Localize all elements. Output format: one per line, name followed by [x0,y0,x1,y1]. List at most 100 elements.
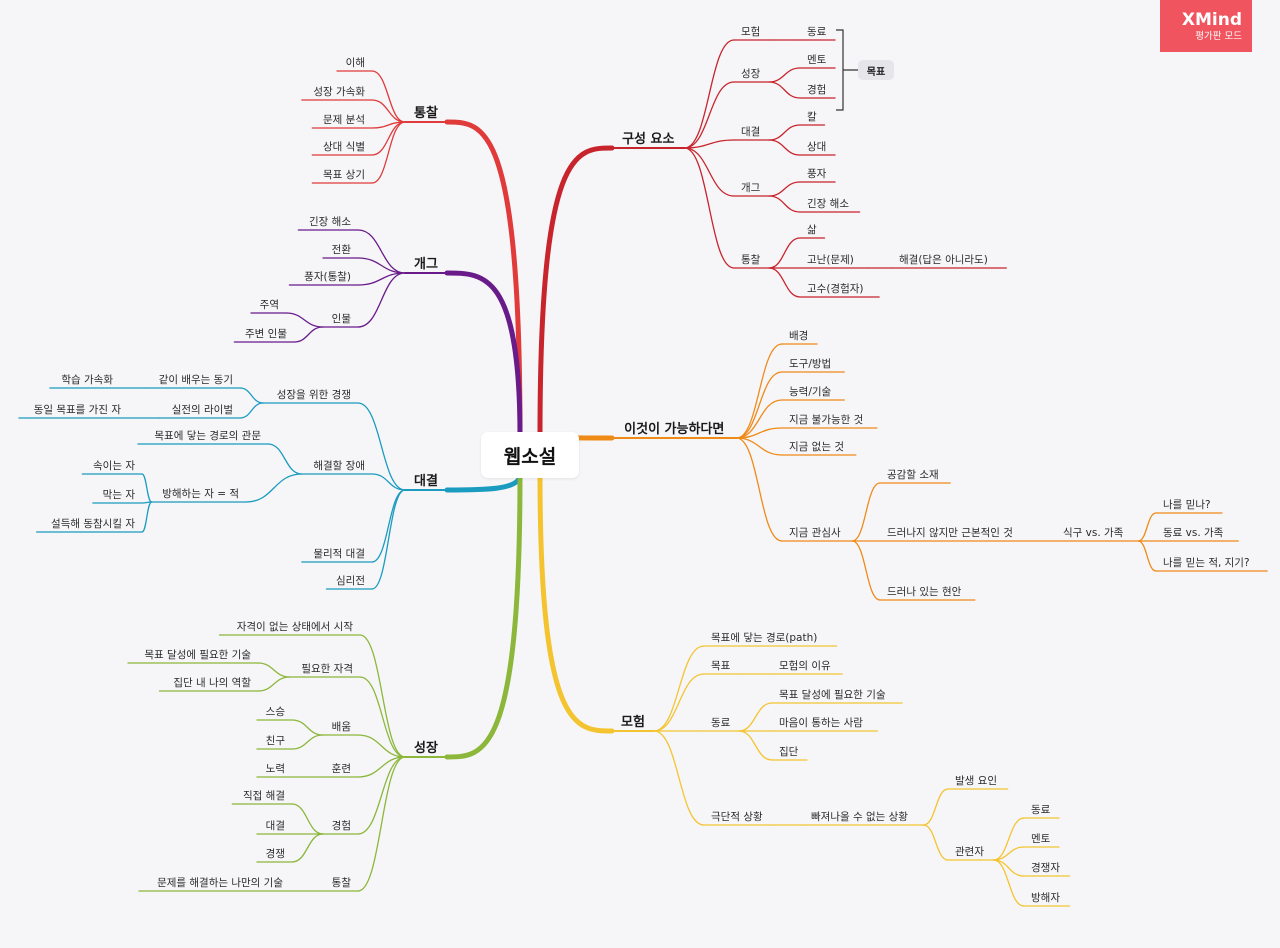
subtopic[interactable]: 집단 [779,746,799,758]
subtopic[interactable]: 지금 불가능한 것 [789,414,863,426]
subtopic[interactable]: 드러나지 않지만 근본적인 것 [887,527,1013,539]
subtopic[interactable]: 드러나 있는 현안 [887,586,962,598]
subtopic[interactable]: 속이는 자 [93,460,135,472]
subtopic[interactable]: 해결(답은 아니라도) [899,253,988,266]
subtopic[interactable]: 해결할 장애 [313,459,365,472]
subtopic[interactable]: 자격이 없는 상태에서 시작 [237,620,354,633]
subtopic[interactable]: 성장을 위한 경쟁 [277,388,351,401]
subtopic[interactable]: 필요한 자격 [301,662,353,675]
subtopic[interactable]: 목표에 닿는 경로의 관문 [154,429,261,442]
subtopic[interactable]: 설득해 동참시킬 자 [51,517,135,530]
subtopic[interactable]: 대결 [741,126,760,138]
subtopic[interactable]: 나를 믿는 적, 지기? [1163,557,1250,569]
subtopic[interactable]: 풍자 [807,168,827,180]
subtopic[interactable]: 식구 vs. 가족 [1063,527,1124,539]
main-topic-seongjang[interactable]: 성장 [414,740,438,756]
main-topic-ige[interactable]: 이것이 가능하다면 [624,421,724,437]
subtopic[interactable]: 성장 [741,68,761,80]
subtopic[interactable]: 성장 가속화 [313,86,365,98]
subtopic[interactable]: 삶 [807,224,817,236]
subtopic[interactable]: 빠져나올 수 없는 상황 [811,810,908,823]
subtopic[interactable]: 상대 식별 [323,141,365,153]
subtopic[interactable]: 스승 [266,706,286,718]
subtopic[interactable]: 대결 [266,820,285,832]
subtopic[interactable]: 통찰 [332,877,352,889]
subtopic[interactable]: 심리전 [336,575,365,587]
main-topic-guseong[interactable]: 구성 요소 [622,132,674,147]
subtopic[interactable]: 모험 [741,26,760,38]
subtopic[interactable]: 능력/기술 [789,386,832,398]
subtopic[interactable]: 막는 자 [103,489,136,501]
branch-line [738,702,773,732]
subtopic[interactable]: 경험 [807,83,826,96]
branch-line [735,371,783,439]
subtopic[interactable]: 경험 [332,819,351,832]
subtopic[interactable]: 목표 달성에 필요한 기술 [144,649,251,661]
summary-topic[interactable]: 목표 [858,60,894,80]
connection-lines [18,39,1268,907]
subtopic[interactable]: 긴장 해소 [309,215,351,228]
subtopic[interactable]: 주변 인물 [245,328,287,340]
subtopic[interactable]: 배움 [332,721,352,733]
subtopic[interactable]: 공감할 소재 [887,469,939,481]
subtopic[interactable]: 물리적 대결 [313,548,365,560]
subtopic[interactable]: 목표 상기 [323,169,365,181]
subtopic[interactable]: 동료 vs. 가족 [1163,527,1224,539]
subtopic[interactable]: 방해하는 자 = 적 [162,487,239,500]
subtopic[interactable]: 동료 [1031,804,1051,816]
main-topic-tongchal[interactable]: 통찰 [414,105,438,121]
subtopic[interactable]: 긴장 해소 [807,197,849,210]
subtopic[interactable]: 학습 가속화 [61,374,113,386]
branch-line [357,402,406,491]
subtopic[interactable]: 고난(문제) [807,254,854,266]
subtopic[interactable]: 문제 분석 [323,114,365,126]
subtopic[interactable]: 통찰 [741,254,761,266]
subtopic[interactable]: 훈련 [332,762,351,775]
subtopic[interactable]: 배경 [789,329,808,342]
subtopic[interactable]: 발생 요인 [955,775,997,787]
subtopic[interactable]: 실전의 라이벌 [172,404,233,416]
subtopic[interactable]: 마음이 통하는 사람 [779,716,863,729]
subtopic[interactable]: 풍자(통찰) [304,271,351,283]
subtopic[interactable]: 목표에 닿는 경로(path) [711,631,817,644]
subtopic[interactable]: 동료 [807,26,827,38]
branch-line [371,121,406,184]
subtopic[interactable]: 이해 [346,56,365,69]
subtopic[interactable]: 멘토 [807,54,827,66]
subtopic[interactable]: 동료 [711,717,731,729]
subtopic[interactable]: 목표 달성에 필요한 기술 [779,689,886,701]
subtopic[interactable]: 고수(경험자) [807,282,864,295]
subtopic[interactable]: 직접 해결 [243,789,285,802]
subtopic[interactable]: 나를 믿나? [1163,499,1211,511]
subtopic[interactable]: 개그 [741,182,761,194]
subtopic[interactable]: 목표 [711,660,731,672]
branch-line [141,501,153,533]
subtopic[interactable]: 친구 [266,735,286,747]
trial-mode-badge[interactable]: XMind 평가판 모드 [1160,0,1252,52]
main-topic-moheom[interactable]: 모험 [621,714,645,730]
subtopic[interactable]: 주역 [260,299,279,311]
subtopic[interactable]: 칼 [807,110,817,123]
subtopic[interactable]: 인물 [332,313,352,325]
branch-line [371,489,406,590]
central-topic[interactable]: 웹소설 [481,432,579,478]
subtopic[interactable]: 상대 [807,141,826,153]
subtopic[interactable]: 노력 [266,763,285,775]
subtopic[interactable]: 지금 없는 것 [789,440,844,453]
main-topic-daegyeol[interactable]: 대결 [414,473,438,489]
subtopic[interactable]: 멘토 [1031,833,1051,845]
subtopic[interactable]: 동일 목표를 가진 자 [34,403,122,416]
subtopic[interactable]: 모험의 이유 [779,660,831,672]
subtopic[interactable]: 극단적 상황 [711,811,763,823]
subtopic[interactable]: 문제를 해결하는 나만의 기술 [157,876,283,889]
subtopic[interactable]: 전환 [332,244,352,256]
subtopic[interactable]: 경쟁자 [1031,861,1060,874]
subtopic[interactable]: 도구/방법 [789,358,831,370]
subtopic[interactable]: 집단 내 나의 역할 [173,677,251,689]
subtopic[interactable]: 경쟁 [266,847,285,860]
subtopic[interactable]: 관련자 [955,846,984,858]
subtopic[interactable]: 지금 관심사 [789,527,841,539]
main-topic-gag[interactable]: 개그 [414,257,438,272]
subtopic[interactable]: 같이 배우는 동기 [159,374,233,386]
subtopic[interactable]: 방해자 [1031,891,1060,904]
